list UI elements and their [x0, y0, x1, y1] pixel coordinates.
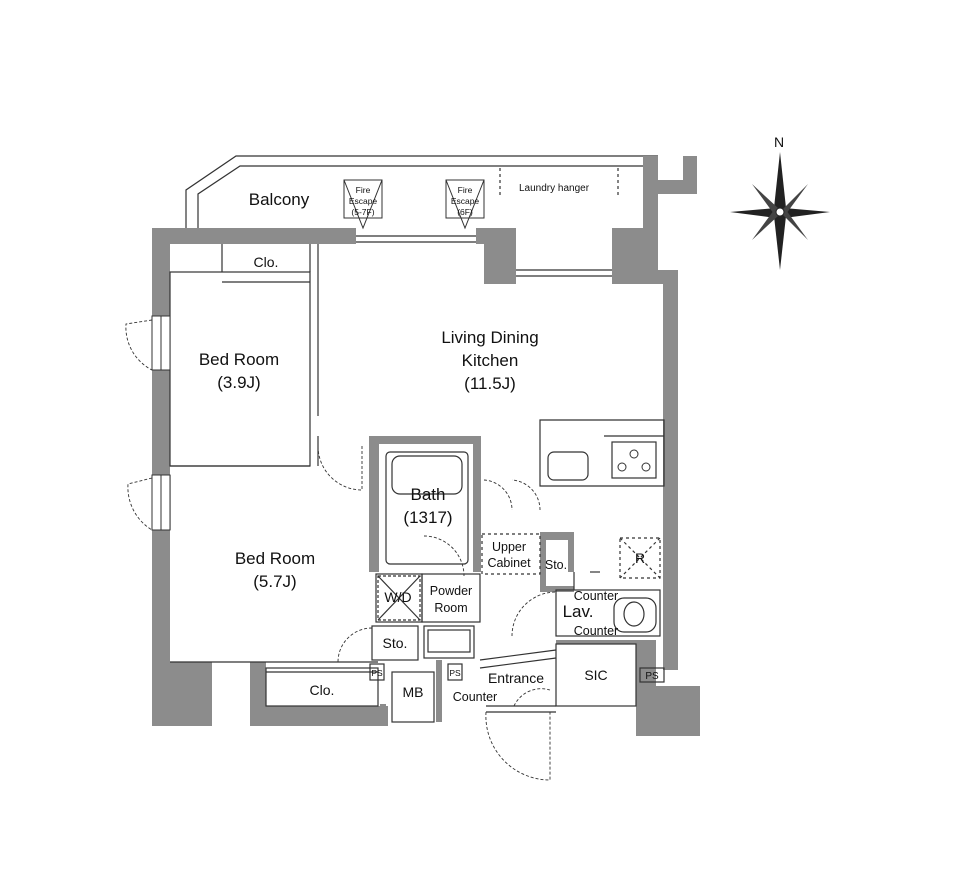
fire-escape-1-line3: (5-7F)	[351, 207, 374, 217]
compass-north-label: N	[774, 134, 784, 150]
mb-label: MB	[403, 684, 424, 700]
windows	[151, 315, 171, 531]
entrance-label: Entrance	[488, 670, 544, 686]
balcony-area	[185, 155, 658, 228]
fridge-label: R	[635, 550, 645, 566]
ps-1-label: PS	[371, 668, 383, 678]
sic-label: SIC	[584, 667, 607, 683]
counter-2-label: Counter	[574, 624, 618, 638]
ldk-size: (11.5J)	[464, 374, 516, 393]
ldk-line1: Living Dining	[441, 328, 538, 347]
upper-cabinet-line1: Upper	[492, 540, 526, 554]
lav-label: Lav.	[563, 602, 594, 621]
counter-3-label: Counter	[453, 690, 497, 704]
fire-escape-markers	[343, 179, 485, 230]
fire-escape-1-line2: Escape	[349, 196, 378, 206]
ldk-line2: Kitchen	[462, 351, 519, 370]
fire-escape-1-line1: Fire	[356, 185, 371, 195]
compass-rose	[730, 152, 830, 270]
ps-3-label: PS	[645, 671, 659, 682]
powder-room-line1: Powder	[430, 584, 472, 598]
door-swings	[125, 319, 557, 781]
fire-escape-2-line3: (6F)	[457, 207, 473, 217]
laundry-hanger-label: Laundry hanger	[519, 183, 590, 194]
clo-bottom-label: Clo.	[310, 682, 335, 698]
walls	[152, 228, 700, 736]
balcony-label: Balcony	[249, 190, 310, 209]
bed-room-2-size: (5.7J)	[253, 572, 296, 591]
fire-escape-2-line1: Fire	[458, 185, 473, 195]
bath-name: Bath	[411, 485, 446, 504]
counter-1-label: Counter	[574, 589, 618, 603]
stove-burners	[617, 449, 651, 472]
upper-cabinet-line2: Cabinet	[487, 556, 531, 570]
balcony-walls	[643, 156, 697, 236]
ps-2-label: PS	[449, 668, 461, 678]
clo-top-label: Clo.	[254, 254, 279, 270]
bed-room-1-size: (3.9J)	[217, 373, 260, 392]
sto-1-label: Sto.	[545, 558, 567, 572]
bed-room-1-name: Bed Room	[199, 350, 279, 369]
interior-lines	[169, 235, 665, 723]
bed-room-2-name: Bed Room	[235, 549, 315, 568]
wd-label: W/D	[384, 589, 411, 605]
sto-2-label: Sto.	[383, 635, 408, 651]
bath-size: (1317)	[403, 508, 452, 527]
powder-room-line2: Room	[434, 601, 467, 615]
fire-escape-2-line2: Escape	[451, 196, 480, 206]
